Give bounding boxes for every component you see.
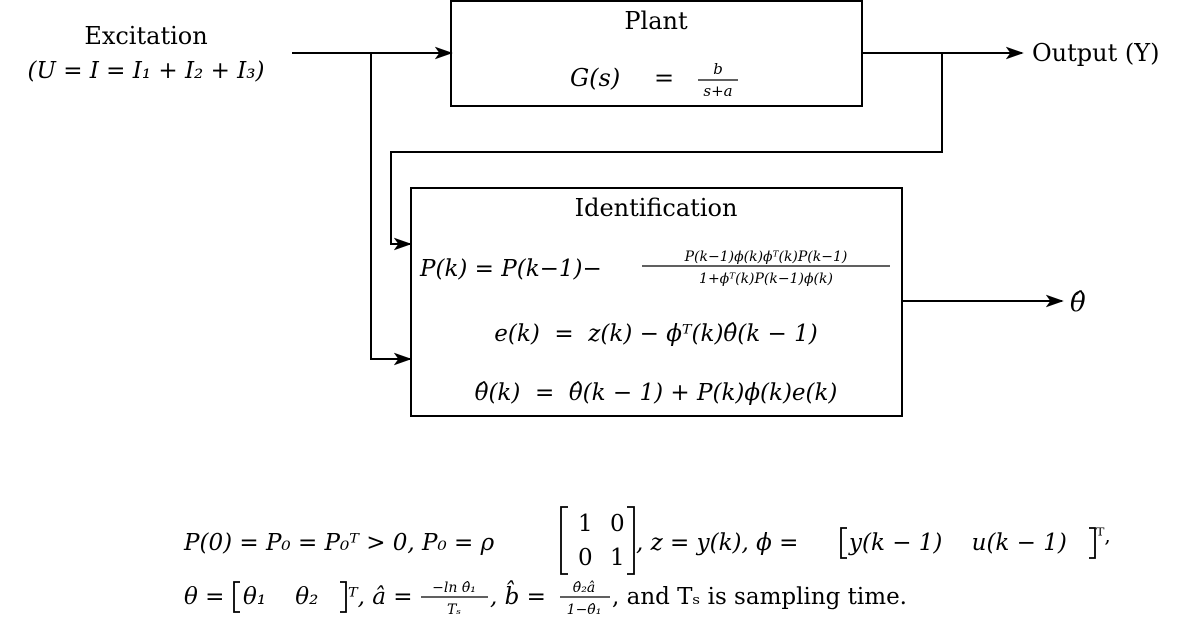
- theta-vector: θ₁ θ₂: [243, 584, 318, 610]
- covariance-update-numerator: P(k−1)ϕ(k)ϕᵀ(k)P(k−1): [684, 249, 848, 265]
- phi-vector-left-bracket: [840, 527, 847, 559]
- notes-line1-middle: , z = y(k), ϕ =: [636, 530, 798, 556]
- phi-vector-right-bracket: [1089, 527, 1096, 559]
- covariance-update-lhs: P(k) = P(k−1)−: [419, 256, 602, 282]
- plant-transfer-numerator: b: [713, 60, 723, 78]
- phi-vector: y(k − 1) u(k − 1): [848, 530, 1067, 556]
- plant-transfer-lhs: G(s): [570, 64, 620, 92]
- notes-line2-a-hat: ᵀ, â =: [348, 584, 413, 610]
- plant-transfer-eq: =: [654, 64, 674, 92]
- theta-vector-right-bracket: [340, 581, 347, 613]
- matrix-entry-22: 1: [610, 545, 625, 571]
- excitation-formula: (U = I = I₁ + I₂ + I₃): [28, 58, 265, 84]
- matrix-entry-12: 0: [610, 511, 625, 537]
- notes-line1-start: P(0) = P₀ = P₀ᵀ > 0, P₀ = ρ: [183, 530, 495, 556]
- theta-vector-left-bracket: [233, 581, 240, 613]
- notes-line2-end: , and Tₛ is sampling time.: [612, 584, 907, 610]
- matrix-left-bracket: [560, 506, 568, 575]
- matrix-entry-21: 0: [578, 545, 593, 571]
- notes-line2-start: θ =: [184, 584, 224, 610]
- b-hat-numerator: θ̂₂â: [573, 580, 595, 596]
- identification-title: Identification: [575, 194, 738, 222]
- a-hat-denominator: Tₛ: [447, 602, 461, 618]
- a-hat-numerator: −ln θ̂₁: [432, 580, 476, 596]
- matrix-entry-11: 1: [578, 511, 593, 537]
- parameter-update-equation: θ̂(k) = θ̂(k − 1) + P(k)ϕ(k)e(k): [475, 380, 838, 406]
- plant-transfer-denominator: s+a: [703, 82, 732, 100]
- covariance-update-denominator: 1+ϕᵀ(k)P(k−1)ϕ(k): [699, 271, 833, 287]
- excitation-to-identification-arrow: [370, 53, 412, 366]
- error-equation: e(k) = z(k) − ϕᵀ(k)θ̂(k − 1): [494, 321, 817, 347]
- plant-title: Plant: [624, 7, 688, 35]
- b-hat-denominator: 1−θ̂₁: [567, 602, 602, 618]
- excitation-title: Excitation: [84, 22, 207, 50]
- notes-line2-b-hat: , b̂ =: [490, 581, 546, 610]
- phi-vector-transpose: ᵀ,: [1096, 523, 1111, 547]
- output-label: Output (Y): [1032, 39, 1159, 67]
- matrix-right-bracket: [627, 506, 635, 575]
- estimate-label: θ̂: [1070, 288, 1086, 318]
- output-feedback-to-identification-arrow: [390, 53, 943, 251]
